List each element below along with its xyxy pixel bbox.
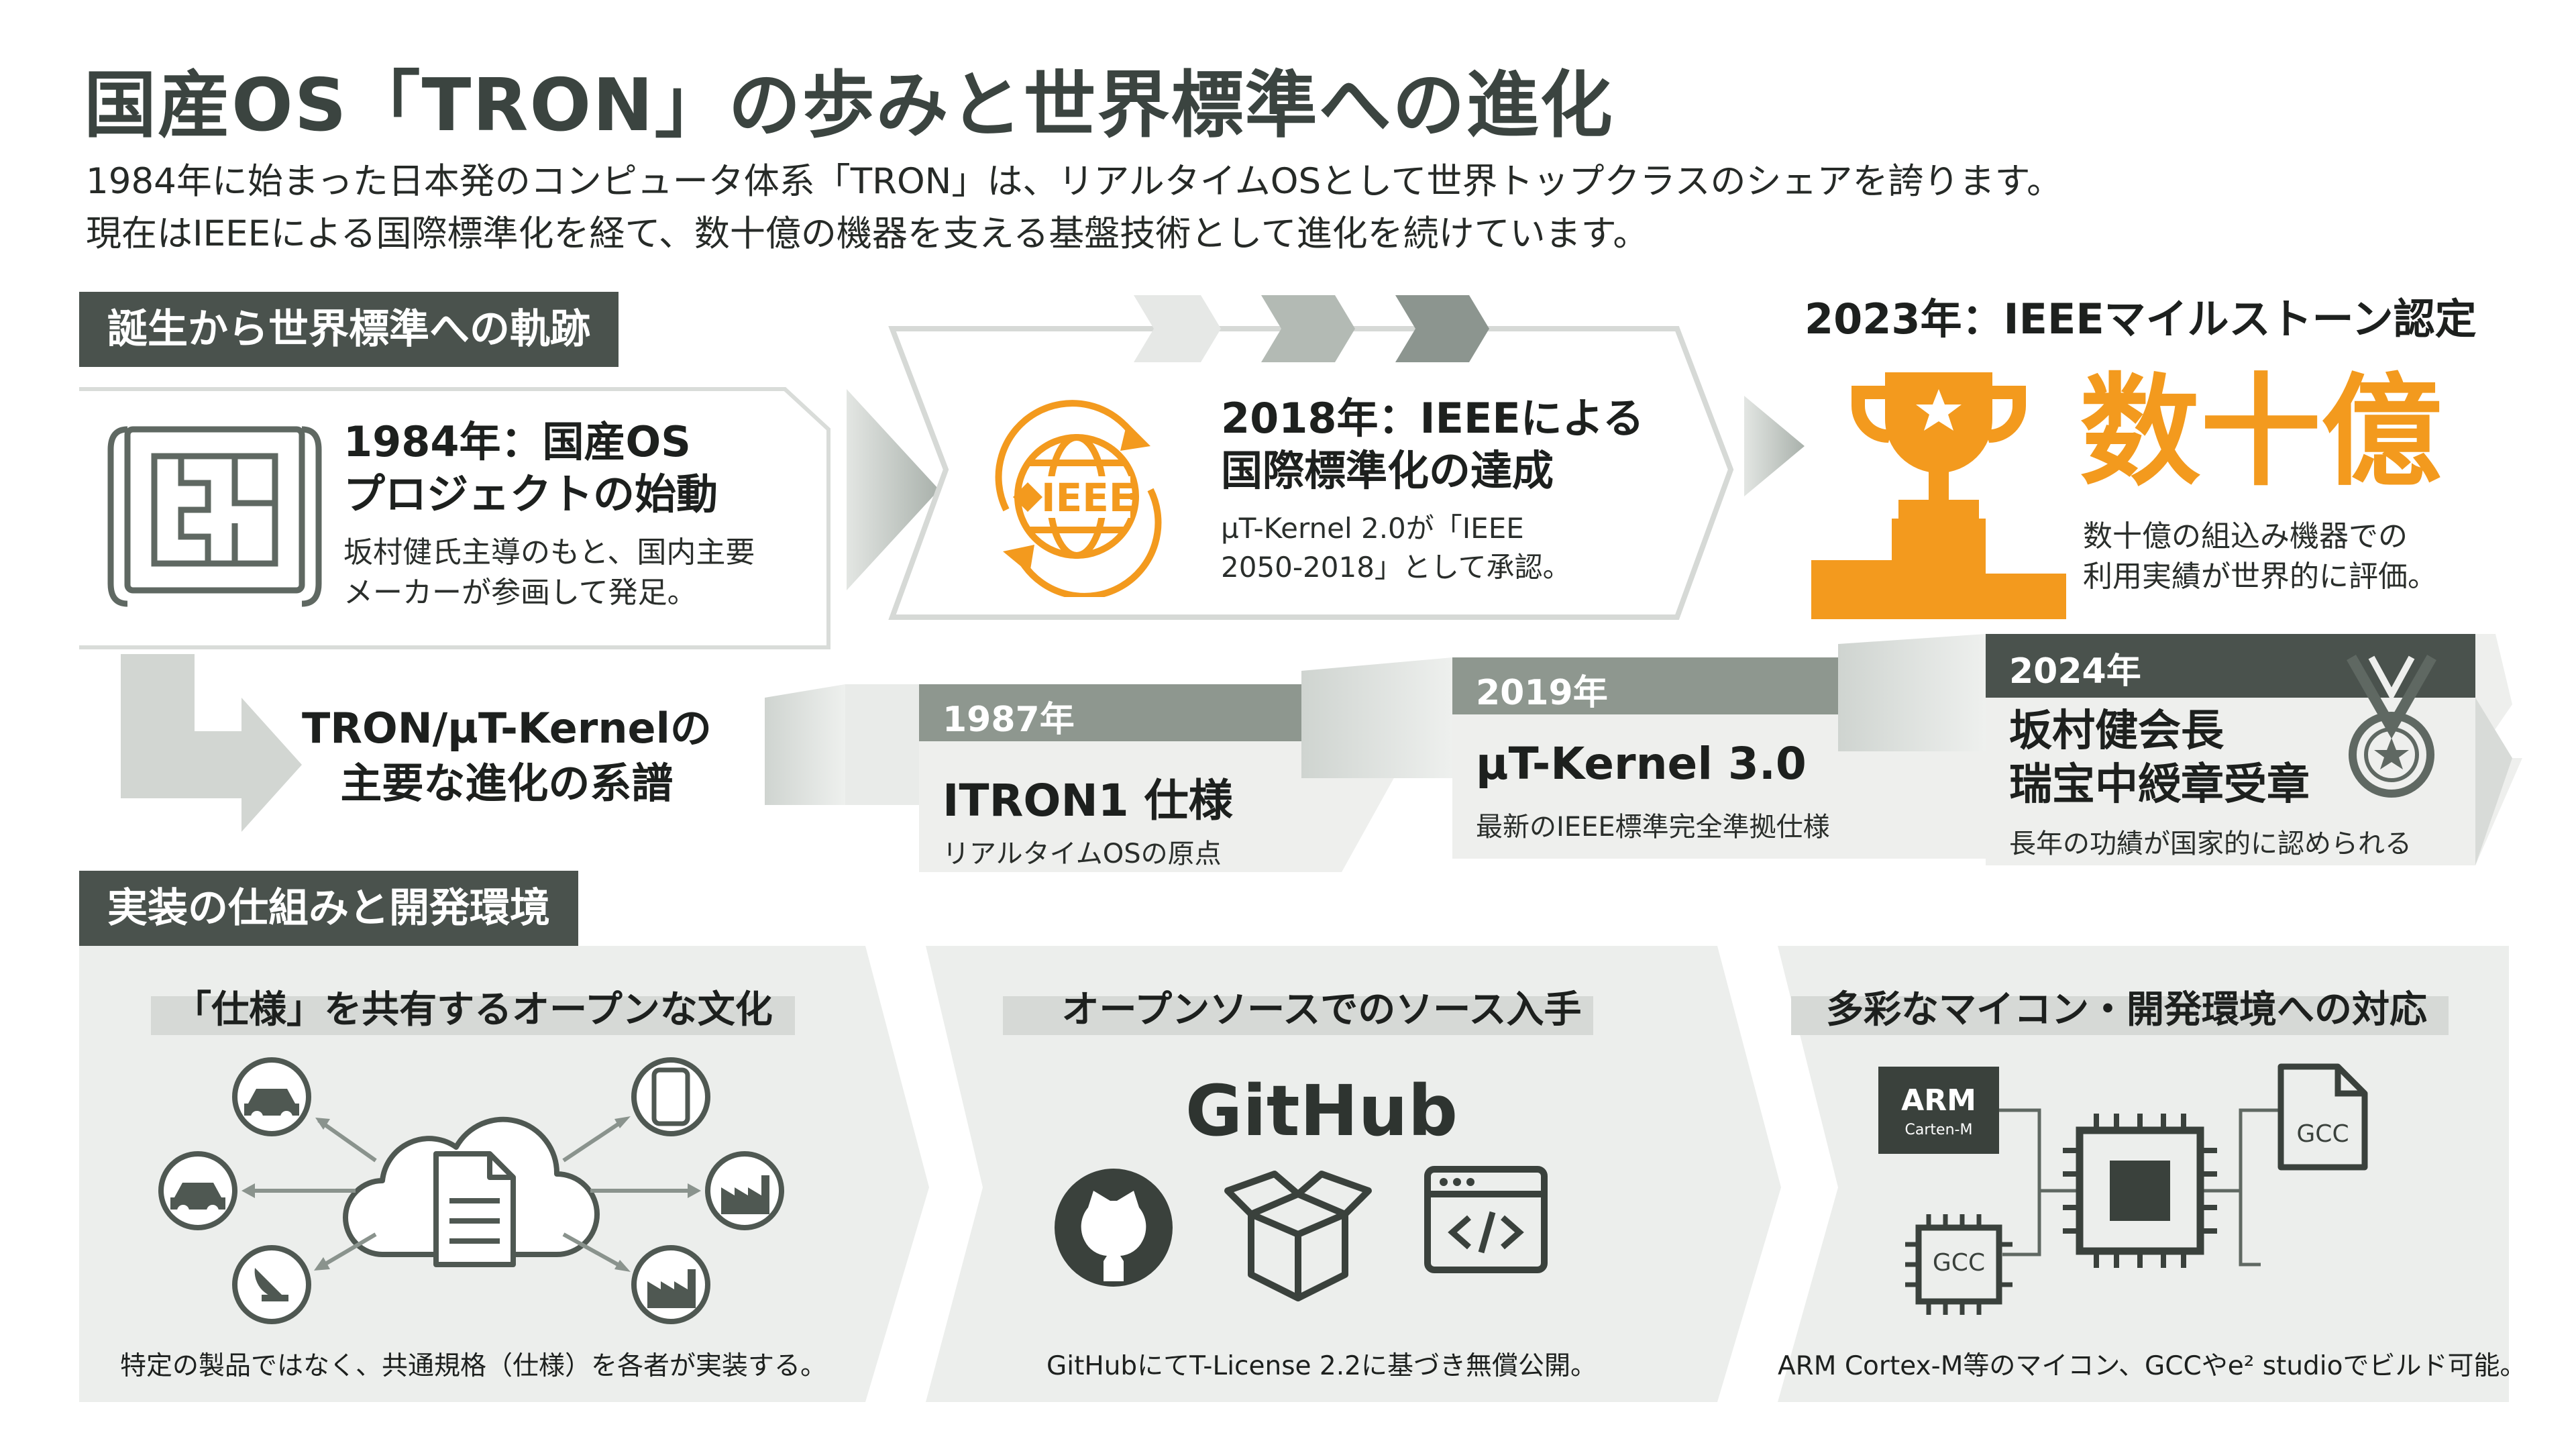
subtitle-line-2: 現在はIEEEによる国際標準化を経て、数十億の機器を支える基盤技術として進化を続… (86, 213, 1649, 254)
github-octocat-icon (1046, 1161, 1181, 1295)
arrow-to-2023 (1744, 396, 1805, 496)
step-2024-year: 2024年 (2009, 651, 2141, 692)
step-1987-title: ITRON1 仕様 (943, 775, 1233, 826)
mcu-toolchain-diagram: ARM Carten-M GCC GCC (1865, 1053, 2469, 1335)
spec-sharing-diagram (154, 1053, 792, 1335)
step-2024-desc: 長年の功績が国家的に認められる (2009, 828, 2412, 859)
step-2019-desc: 最新のIEEE標準完全準拠仕様 (1476, 812, 1830, 843)
step-2019-title: µT-Kernel 3.0 (1476, 738, 1807, 790)
card-1-title: 「仕様」を共有するオープンな文化 (174, 988, 773, 1032)
step-1987-desc: リアルタイムOSの原点 (943, 839, 1222, 869)
page-subtitle: 1984年に始まった日本発のコンピュータ体系「TRON」は、リアルタイムOSとし… (86, 156, 2062, 260)
gcc-file-label: GCC (2296, 1120, 2349, 1148)
m2023-desc-1: 数十億の組込み機器での (2083, 519, 2408, 553)
card-3-caption: ARM Cortex-M等のマイコン、GCCやe² studioでビルド可能。 (1778, 1351, 2526, 1381)
step-2024-title-1: 坂村健会長 (2009, 706, 2224, 756)
page-title: 国産OS「TRON」の歩みと世界標準への進化 (84, 64, 1614, 148)
card-bg-2 (926, 946, 1781, 1402)
m2018-title-2: 国際標準化の達成 (1221, 446, 1554, 495)
m1984-title-1: 1984年：国産OS (343, 417, 691, 466)
m2018-desc-1: µT-Kernel 2.0が「IEEE (1221, 512, 1524, 545)
trophy-podium-icon (1805, 366, 2073, 621)
arrow-to-2018 (847, 389, 939, 590)
lineage-label: TRON/µT-Kernelの 主要な進化の系譜 (302, 701, 712, 811)
ieee-globe-icon: IEEE (966, 396, 1187, 597)
milestone-2018: 2018年：IEEEによる 国際標準化の達成 µT-Kernel 2.0が「IE… (1221, 392, 1644, 587)
m1984-desc-1: 坂村健氏主導のもと、国内主要 (343, 535, 755, 570)
m2018-desc-2: 2050-2018」として承認。 (1221, 551, 1571, 584)
subtitle-line-1: 1984年に始まった日本発のコンピュータ体系「TRON」は、リアルタイムOSとし… (86, 161, 2063, 202)
m2018-title-1: 2018年：IEEEによる (1221, 394, 1644, 443)
arm-logo-subtext: Carten-M (1904, 1122, 1973, 1138)
ieee-logo-text: IEEE (1041, 475, 1136, 521)
card-2-title: オープンソースでのソース入手 (1061, 988, 1582, 1032)
step-2024-title-2: 瑞宝中綬章受章 (2009, 760, 2310, 810)
step-2019-year: 2019年 (1476, 673, 1608, 713)
lineage-label-1: TRON/µT-Kernelの (302, 704, 712, 753)
arm-logo-text: ARM (1901, 1083, 1976, 1118)
package-box-icon (1218, 1161, 1379, 1315)
lineage-label-2: 主要な進化の系譜 (340, 759, 674, 808)
card-1-caption: 特定の製品ではなく、共通規格（仕様）を各者が実装する。 (119, 1351, 826, 1381)
m2023-desc-2: 利用実績が世界的に評価。 (2083, 559, 2437, 594)
m1984-desc-2: メーカーが参画して発足。 (343, 576, 697, 610)
card-3-title: 多彩なマイコン・開発環境への対応 (1826, 988, 2427, 1032)
step-1987-year: 1987年 (943, 700, 1075, 740)
gcc-chip-label: GCC (1932, 1249, 1986, 1277)
blueprint-scroll-icon (107, 416, 322, 617)
impl-section-heading: 実装の仕組みと開発環境 (79, 871, 578, 946)
timeline-section-heading: 誕生から世界標準への軌跡 (79, 292, 619, 367)
github-wordmark: GitHub (1185, 1070, 1458, 1152)
card-2-caption: GitHubにてT-License 2.2に基づき無償公開。 (1046, 1351, 1597, 1381)
medal-icon (2334, 654, 2449, 802)
m2023-desc: 数十億の組込み機器での 利用実績が世界的に評価。 (2083, 517, 2437, 597)
milestone-1984: 1984年：国産OS プロジェクトの始動 坂村健氏主導のもと、国内主要 メーカー… (343, 416, 755, 613)
arrow-to-lineage (121, 654, 302, 832)
m2023-heading: 2023年：IEEEマイルストーン認定 (1805, 294, 2477, 343)
code-window-icon (1422, 1164, 1550, 1278)
m1984-title-2: プロジェクトの始動 (343, 470, 718, 519)
m2023-big-text: 数十億 (2080, 362, 2443, 502)
